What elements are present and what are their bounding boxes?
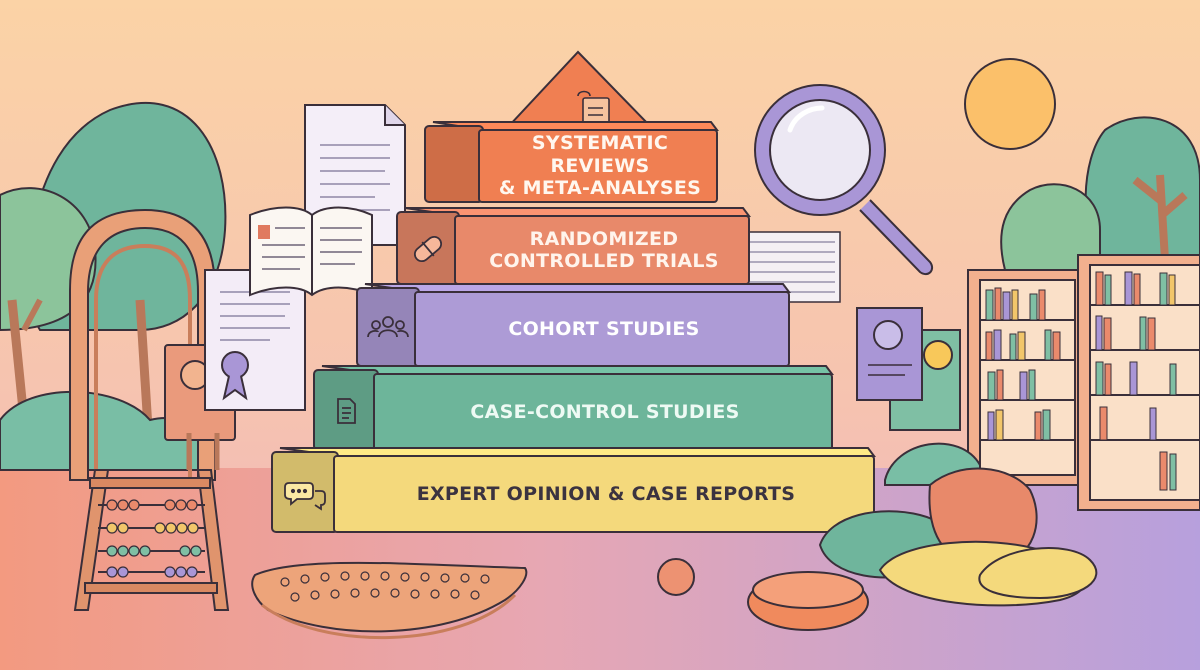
tier-label-line: EXPERT OPINION & CASE REPORTS xyxy=(416,482,796,505)
tree-icon xyxy=(1000,116,1200,271)
tier-label-line: CONTROLLED TRIALS xyxy=(489,250,719,272)
tier-label: SYSTEMATIC REVIEWS& META-ANALYSES xyxy=(483,130,717,202)
balance-board-holes xyxy=(280,571,490,602)
abacus-beads xyxy=(106,499,202,578)
sun-icon xyxy=(964,58,1056,150)
paper-stack xyxy=(744,231,841,303)
people-group-icon xyxy=(367,316,409,338)
pyramid-tier xyxy=(313,365,834,451)
document-icon xyxy=(337,398,356,424)
magnifying-glass-icon xyxy=(754,84,934,276)
floor-cushions-icon xyxy=(747,467,1098,631)
pyramid-tier xyxy=(396,207,751,285)
pyramid-tier xyxy=(271,447,876,533)
tier-label-line: COHORT STUDIES xyxy=(508,317,700,340)
tier-label-line: RANDOMIZED xyxy=(529,227,679,250)
tier-label-line: & META-ANALYSES xyxy=(498,177,702,200)
tier-label-line: CASE-CONTROL STUDIES xyxy=(470,400,740,423)
tier-label: CASE-CONTROL STUDIES xyxy=(378,374,832,450)
pyramid-tier xyxy=(424,121,719,203)
books xyxy=(985,271,1177,491)
tier-label-line: SYSTEMATIC REVIEWS xyxy=(531,132,669,177)
evidence-pyramid xyxy=(271,50,876,533)
ball xyxy=(657,558,695,596)
chat-bubbles-icon xyxy=(284,482,326,511)
balance-board-icon xyxy=(251,561,528,639)
abacus-icon xyxy=(73,469,230,611)
tier-label: EXPERT OPINION & CASE REPORTS xyxy=(338,456,874,532)
pill-icon xyxy=(413,235,443,263)
certificate-icon xyxy=(856,307,961,431)
pyramid-tier xyxy=(356,283,791,367)
wooden-arch xyxy=(69,208,216,481)
tier-label: COHORT STUDIES xyxy=(419,292,789,366)
open-book-icon xyxy=(249,206,373,297)
